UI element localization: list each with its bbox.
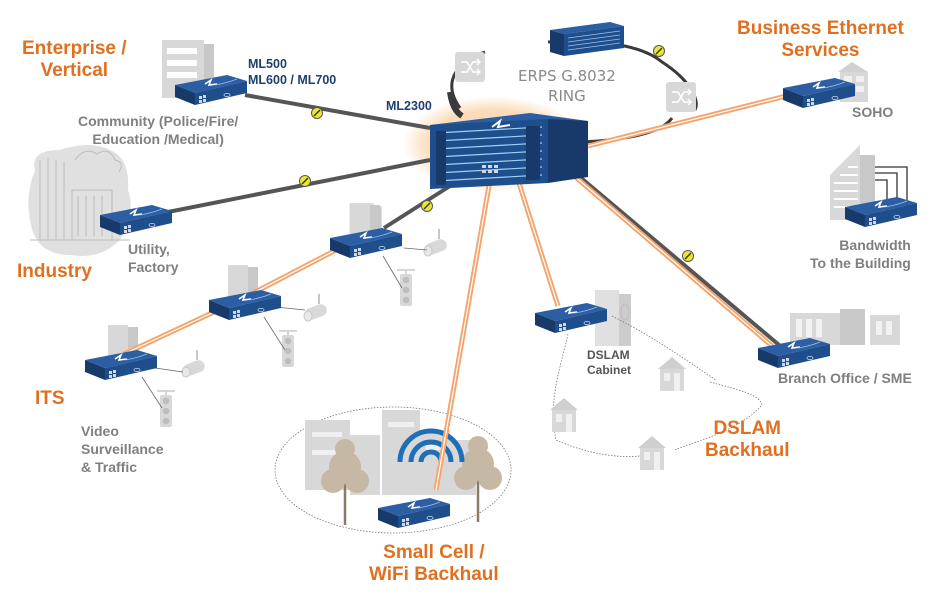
category-business-ethernet-label: Business Ethernet Services bbox=[737, 18, 904, 62]
enterprise-line-1: Enterprise / bbox=[22, 38, 127, 59]
dslam-cabinet-label: DSLAM Cabinet bbox=[587, 348, 631, 378]
category-industry-label: Industry bbox=[17, 261, 92, 282]
copper-links bbox=[167, 93, 787, 352]
core-switch-ml2300 bbox=[430, 113, 588, 189]
bandwidth-label: Bandwidth To the Building bbox=[810, 236, 911, 272]
community-line-1: Community (Police/Fire/ bbox=[78, 113, 239, 129]
core-model-label: ML2300 bbox=[386, 99, 432, 113]
category-small-cell-label: Small Cell / WiFi Backhaul bbox=[369, 542, 499, 586]
ring-switch-icon-1 bbox=[454, 51, 486, 83]
bandwidth-line-1: Bandwidth bbox=[839, 237, 911, 253]
edge-device-its-3[interactable] bbox=[84, 349, 158, 381]
utility-label: Utility, Factory bbox=[128, 240, 179, 276]
link-marker-icon-3 bbox=[420, 199, 434, 213]
small-cell-line-1: Small Cell / bbox=[383, 542, 485, 563]
dslam-dotted-loop bbox=[553, 315, 763, 457]
video-line-2: Surveillance bbox=[81, 441, 164, 457]
its-building-icon-3 bbox=[108, 325, 138, 357]
utility-line-1: Utility, bbox=[128, 241, 170, 257]
enterprise-line-2: Vertical bbox=[40, 60, 109, 81]
its-building-icon-2 bbox=[228, 265, 258, 297]
video-surveillance-label: Video Surveillance & Traffic bbox=[81, 422, 164, 476]
link-marker-icon-1 bbox=[310, 106, 324, 120]
traffic-light-icon-1 bbox=[396, 269, 416, 307]
factory-icon bbox=[28, 145, 131, 256]
ring-switch-icon-2 bbox=[665, 81, 697, 113]
category-its-label: ITS bbox=[35, 388, 65, 409]
dslam-line-2: Backhaul bbox=[705, 440, 790, 461]
bandwidth-line-2: To the Building bbox=[810, 255, 911, 271]
dslam-line-1: DSLAM bbox=[713, 418, 782, 439]
community-label: Community (Police/Fire/ Education /Medic… bbox=[78, 112, 238, 148]
community-line-2: Education /Medical) bbox=[92, 131, 224, 147]
link-marker-icon-4 bbox=[681, 249, 695, 263]
house-icon-3 bbox=[638, 436, 666, 470]
camera-icon-3 bbox=[180, 349, 208, 379]
edge-device-soho[interactable] bbox=[782, 77, 856, 109]
small-cell-area-boundary bbox=[274, 406, 512, 534]
dslam-cabinet-line-1: DSLAM bbox=[587, 348, 630, 362]
soho-label: SOHO bbox=[852, 104, 894, 120]
branch-office-label: Branch Office / SME bbox=[778, 370, 912, 386]
its-building-icon-0 bbox=[350, 203, 380, 235]
camera-icon-2 bbox=[302, 293, 330, 323]
edge-model-label: ML500 ML600 / ML700 bbox=[248, 56, 336, 88]
model-ml600-ml700: ML600 / ML700 bbox=[248, 73, 337, 87]
ring-chassis-device bbox=[550, 22, 624, 56]
utility-line-2: Factory bbox=[128, 259, 179, 275]
dslam-cabinet-line-2: Cabinet bbox=[587, 363, 632, 377]
branch-office-building-icon bbox=[790, 309, 900, 345]
model-ml500: ML500 bbox=[248, 57, 287, 71]
category-enterprise-label: Enterprise / Vertical bbox=[22, 38, 127, 82]
edge-device-small-cell[interactable] bbox=[377, 497, 451, 529]
ring-line-1: ERPS G.8032 bbox=[518, 67, 616, 85]
link-marker-icon-2 bbox=[298, 174, 312, 188]
small-cell-line-2: WiFi Backhaul bbox=[369, 564, 499, 585]
business-line-2: Services bbox=[781, 40, 860, 61]
edge-device-its-1[interactable] bbox=[329, 227, 403, 259]
house-icon-1 bbox=[658, 357, 686, 391]
house-icon-2 bbox=[550, 398, 578, 432]
video-line-1: Video bbox=[81, 423, 119, 439]
erps-ring-label: ERPS G.8032 RING bbox=[518, 66, 616, 106]
ring-line-2: RING bbox=[548, 87, 586, 105]
edge-device-its-2[interactable] bbox=[208, 289, 282, 321]
video-line-3: & Traffic bbox=[81, 459, 138, 475]
traffic-light-icon-2 bbox=[278, 330, 298, 368]
category-dslam-backhaul-label: DSLAM Backhaul bbox=[705, 418, 789, 462]
camera-icon-1 bbox=[422, 228, 450, 258]
business-line-1: Business Ethernet bbox=[737, 18, 904, 39]
link-marker-icon-5 bbox=[652, 44, 666, 58]
